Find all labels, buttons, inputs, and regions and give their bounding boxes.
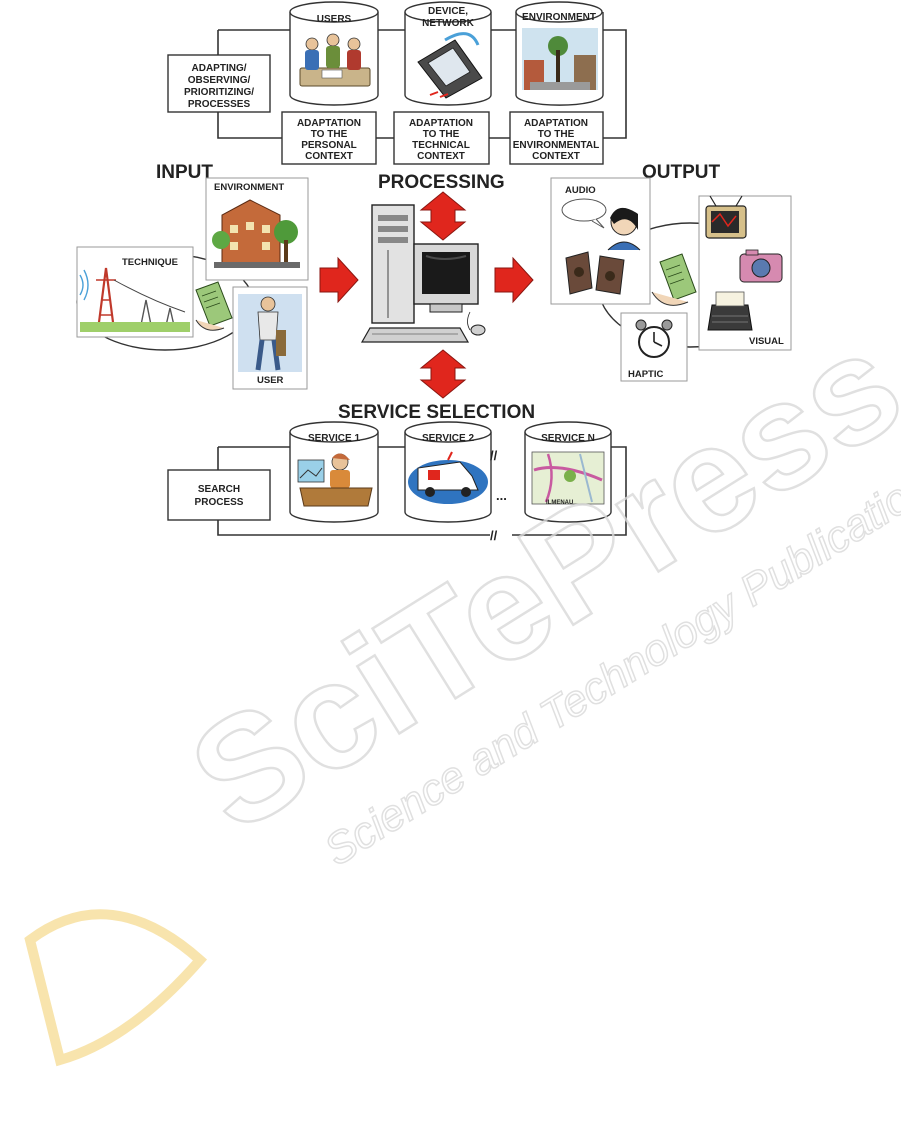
adaptation-environmental-box: ADAPTATION TO THE ENVIRONMENTAL CONTEXT [509, 111, 604, 165]
cylinder-service-n-label: SERVICE N [541, 433, 595, 444]
building-icon [212, 199, 300, 268]
processing-to-output-arrow [494, 256, 534, 304]
typewriter-icon [707, 291, 753, 331]
people-meeting-icon [299, 33, 371, 87]
input-user-label: USER [257, 375, 284, 386]
technical-line-2: TO THE [423, 129, 460, 140]
cylinder-service-1-label: SERVICE 1 [308, 433, 360, 444]
environmental-line-1: ADAPTATION [524, 118, 588, 129]
input-pda-hand-icon [195, 281, 233, 331]
search-process-box: SEARCH PROCESS [167, 469, 271, 521]
service-ellipsis: ... [496, 488, 507, 503]
cylinder-environment: ENVIRONMENT [515, 1, 604, 106]
cylinder-environment-label: ENVIRONMENT [522, 12, 596, 23]
office-clerk-icon [297, 453, 373, 507]
adapting-line-1: ADAPTING/ [192, 63, 247, 74]
search-process-line-2: PROCESS [195, 497, 244, 508]
output-pda-hand-icon [651, 253, 697, 306]
output-visual-label: VISUAL [749, 336, 784, 347]
input-heading: INPUT [156, 162, 213, 183]
adaptation-technical-box: ADAPTATION TO THE TECHNICAL CONTEXT [393, 111, 490, 165]
cylinder-device-label-2: NETWORK [422, 18, 474, 29]
walking-person-icon [255, 296, 286, 371]
input-environment-label: ENVIRONMENT [214, 182, 284, 193]
input-technique-panel: TECHNIQUE [76, 246, 194, 338]
personal-line-2: TO THE [311, 129, 348, 140]
personal-line-1: ADAPTATION [297, 118, 361, 129]
camera-icon [739, 249, 783, 283]
cylinder-service-2: SERVICE 2 [404, 421, 492, 523]
adapting-processes-box: ADAPTING/ OBSERVING/ PRIORITIZING/ PROCE… [167, 54, 271, 113]
environmental-line-2: TO THE [538, 129, 575, 140]
alarm-clock-icon [635, 319, 673, 358]
personal-line-3: PERSONAL [301, 140, 357, 151]
speakers-icon [565, 251, 625, 295]
environmental-line-3: ENVIRONMENTAL [513, 140, 599, 151]
output-heading: OUTPUT [642, 162, 721, 183]
ambulance-icon [408, 451, 488, 504]
street-scene-icon [522, 28, 598, 90]
technical-line-4: CONTEXT [417, 151, 465, 162]
input-user-panel: USER [232, 286, 308, 390]
power-tower-icon [79, 267, 190, 332]
cylinder-device-label-1: DEVICE, [428, 6, 468, 17]
adaptation-personal-box: ADAPTATION TO THE PERSONAL CONTEXT [281, 111, 377, 165]
technical-line-3: TECHNICAL [412, 140, 470, 151]
service-selection-heading: SERVICE SELECTION [338, 402, 535, 423]
cylinder-users-label: USERS [317, 14, 352, 25]
input-environment-panel: ENVIRONMENT [205, 177, 309, 281]
input-technique-label: TECHNIQUE [122, 257, 178, 268]
output-audio-label: AUDIO [565, 185, 596, 196]
adapting-line-4: PROCESSES [188, 99, 251, 110]
environmental-line-4: CONTEXT [532, 151, 580, 162]
service-break-marker-bottom: // [490, 528, 498, 543]
output-haptic-panel: HAPTIC [620, 312, 688, 382]
person-face-icon [607, 207, 641, 251]
output-visual-panel: VISUAL [698, 195, 792, 351]
input-to-processing-arrow [319, 256, 359, 304]
city-map-icon [531, 451, 605, 505]
computer-icon [360, 204, 486, 343]
pda-device-icon [417, 32, 483, 99]
service-break-marker-top: // [490, 448, 498, 463]
processing-up-down-arrow [419, 191, 467, 241]
selection-up-down-arrow [419, 349, 467, 399]
adapting-line-3: PRIORITIZING/ [184, 87, 254, 98]
output-audio-panel: AUDIO [550, 177, 651, 305]
cylinder-service-2-label: SERVICE 2 [422, 433, 474, 444]
technical-line-1: ADAPTATION [409, 118, 473, 129]
cylinder-device-network: DEVICE, NETWORK [404, 1, 492, 106]
television-icon [705, 195, 747, 239]
personal-line-4: CONTEXT [305, 151, 353, 162]
bottom-connector-lines [217, 446, 627, 536]
processing-heading: PROCESSING [378, 172, 505, 193]
cylinder-service-1: SERVICE 1 [289, 421, 379, 523]
speech-bubble-icon [561, 198, 607, 229]
top-connector-lines [217, 29, 627, 139]
cylinder-service-n: SERVICE N ILMENAU [524, 421, 612, 523]
cylinder-users: USERS [289, 1, 379, 106]
output-haptic-label: HAPTIC [628, 369, 664, 380]
search-process-line-1: SEARCH [198, 484, 240, 495]
adapting-line-2: OBSERVING/ [188, 75, 251, 86]
map-caption: ILMENAU [546, 500, 573, 506]
